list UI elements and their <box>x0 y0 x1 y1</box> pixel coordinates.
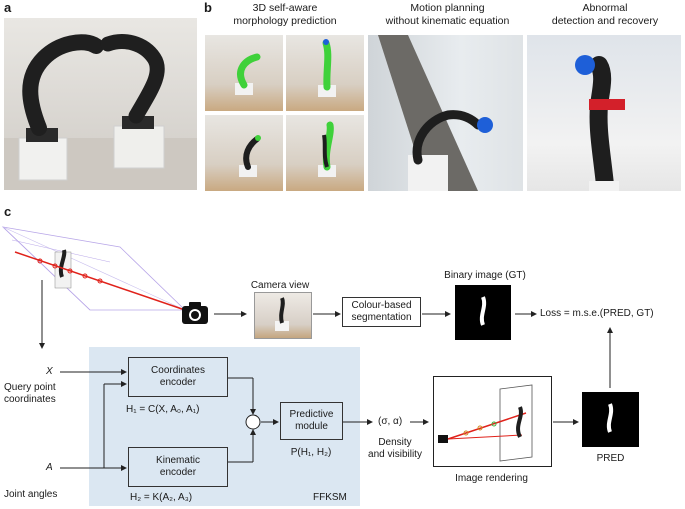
camera-icon <box>182 302 208 324</box>
colour-segmentation-box: Colour-based segmentation <box>342 297 421 327</box>
morphology-photo-1 <box>205 35 283 111</box>
binary-image-gt <box>455 285 511 340</box>
col1-title: 3D self-aware morphology prediction <box>233 2 337 27</box>
p-formula: P(H₁, H₂) <box>290 447 332 458</box>
kinematic-encoder-box: Kinematic encoder <box>128 447 228 487</box>
h1-formula: H₁ = C(X, A₀, A₁) <box>126 404 200 415</box>
morphology-photo-3 <box>205 115 283 191</box>
panel-b-label: b <box>204 0 212 15</box>
col3-title: Abnormal detection and recovery <box>551 2 659 27</box>
sigma-alpha: (σ, α) <box>378 416 403 427</box>
col2-title: Motion planning without kinematic equati… <box>385 2 510 27</box>
x-variable: X <box>46 366 53 377</box>
motion-planning-photo <box>368 35 523 191</box>
camera-frustum-diagram <box>1 226 186 322</box>
rendering-ray-illustration <box>438 384 533 462</box>
image-rendering-panel <box>433 376 552 467</box>
density-visibility-label: Density and visibility <box>368 437 422 460</box>
camera-view-image <box>254 292 312 339</box>
image-rendering-label: Image rendering <box>455 473 528 484</box>
query-point-label: Query point coordinates <box>4 382 56 405</box>
abnormal-detection-photo <box>527 35 681 191</box>
panel-c-label: c <box>4 204 12 219</box>
pred-image <box>582 392 639 447</box>
h2-formula: H₂ = K(A₂, A₃) <box>130 492 193 503</box>
camera-view-label: Camera view <box>250 280 310 291</box>
photo-two-robot-arms <box>4 18 197 190</box>
morphology-photo-2 <box>286 35 364 111</box>
ffksm-label: FFKSM <box>313 492 347 503</box>
morphology-photo-4 <box>286 115 364 191</box>
predictive-module-box: Predictive module <box>280 402 343 440</box>
loss-formula: Loss = m.s.e.(PRED, GT) <box>540 308 654 319</box>
coordinates-encoder-box: Coordinates encoder <box>128 357 228 397</box>
pred-label: PRED <box>596 453 625 464</box>
two-robot-arms-illustration <box>4 34 197 190</box>
joint-angles-label: Joint angles <box>4 489 58 500</box>
binary-image-label: Binary image (GT) <box>444 270 526 281</box>
panel-a-label: a <box>4 0 12 15</box>
a-variable: A <box>46 462 53 473</box>
